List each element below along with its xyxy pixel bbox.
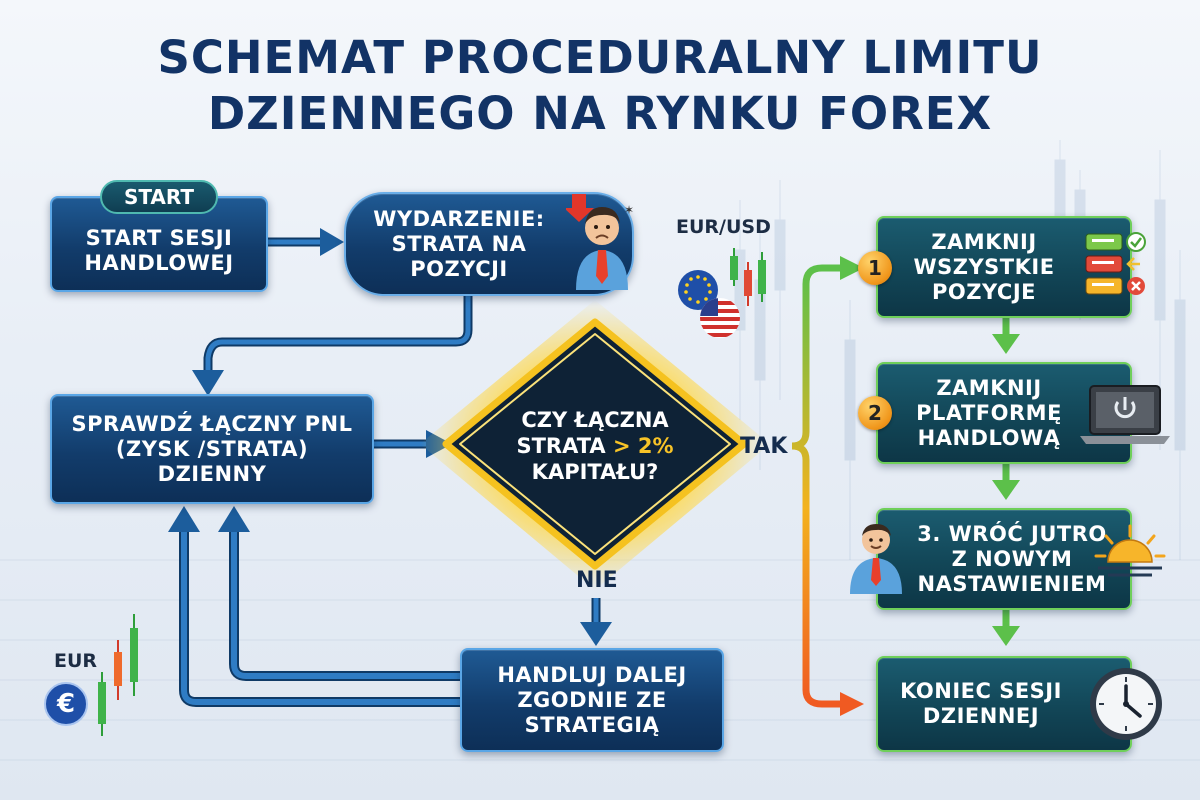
decision-line-2: STRATA > 2% bbox=[470, 433, 720, 459]
title-line-2: DZIENNEGO NA RYNKU FOREX bbox=[207, 87, 993, 140]
check-pnl-text: SPRAWDŹ ŁĄCZNY PNL (ZYSK /STRATA) DZIENN… bbox=[71, 411, 353, 486]
arrow-event-to-check bbox=[192, 296, 473, 396]
decision-diamond bbox=[420, 300, 770, 590]
euro-coin-icon: € bbox=[44, 682, 88, 726]
sunrise-icon bbox=[1094, 524, 1166, 577]
step-2-number: 2 bbox=[868, 401, 882, 425]
continue-trading-box: HANDLUJ DALEJ ZGODNIE ZE STRATEGIĄ bbox=[460, 648, 724, 752]
decision-line-1: CZY ŁĄCZNA bbox=[521, 408, 669, 432]
arrow-no-to-continue bbox=[580, 598, 612, 646]
close-positions-text: ZAMKNIJ WSZYSTKIE POZYCJE bbox=[913, 229, 1055, 304]
branch-yes-label: TAK bbox=[740, 434, 788, 459]
check-pnl-box: SPRAWDŹ ŁĄCZNY PNL (ZYSK /STRATA) DZIENN… bbox=[50, 394, 374, 504]
clock-icon bbox=[1090, 668, 1162, 740]
arrow-step2-to-step3 bbox=[992, 464, 1020, 500]
arrow-yes-branch bbox=[791, 256, 864, 716]
branch-no-label: NIE bbox=[576, 568, 618, 593]
svg-text:✶: ✶ bbox=[624, 203, 634, 217]
calm-trader-icon bbox=[850, 524, 902, 594]
decision-threshold: > 2% bbox=[612, 434, 674, 458]
arrow-loop-back-to-check bbox=[168, 506, 460, 707]
continue-trading-text: HANDLUJ DALEJ ZGODNIE ZE STRATEGIĄ bbox=[497, 662, 687, 737]
arrow-step3-to-end bbox=[992, 610, 1020, 646]
start-tag-text: START bbox=[123, 185, 195, 209]
euro-symbol: € bbox=[56, 689, 76, 719]
end-session-text: KONIEC SESJI DZIENNEJ bbox=[900, 679, 1062, 728]
arrow-start-to-event bbox=[268, 228, 344, 256]
worried-trader-icon: ✶ bbox=[566, 194, 634, 290]
decision-question: CZY ŁĄCZNA STRATA > 2% KAPITAŁU? bbox=[470, 407, 720, 485]
start-session-text: START SESJI HANDLOWEJ bbox=[84, 226, 234, 275]
decision-line-3: KAPITAŁU? bbox=[531, 460, 659, 484]
title-line-1: SCHEMAT PROCEDURALNY LIMITU bbox=[157, 31, 1043, 84]
laptop-power-icon bbox=[1080, 385, 1170, 444]
return-tomorrow-box: 3. WRÓĆ JUTRO Z NOWYM NASTAWIENIEM bbox=[876, 508, 1132, 610]
step-1-badge: 1 bbox=[858, 251, 892, 285]
event-loss-text: WYDARZENIE: STRATA NA POZYCJI bbox=[373, 206, 545, 281]
step-2-badge: 2 bbox=[858, 396, 892, 430]
eur-label: EUR bbox=[54, 650, 98, 672]
step-1-number: 1 bbox=[868, 256, 882, 280]
end-session-box: KONIEC SESJI DZIENNEJ bbox=[876, 656, 1132, 752]
page-title: SCHEMAT PROCEDURALNY LIMITU DZIENNEGO NA… bbox=[0, 30, 1200, 142]
return-tomorrow-text: 3. WRÓĆ JUTRO Z NOWYM NASTAWIENIEM bbox=[917, 521, 1107, 596]
eur-usd-flags-icon bbox=[678, 248, 766, 338]
eur-usd-label: EUR/USD bbox=[676, 216, 771, 238]
start-tag: START bbox=[100, 180, 218, 214]
close-platform-text: ZAMKNIJ PLATFORMĘ HANDLOWĄ bbox=[916, 375, 1062, 450]
decision-line-2-prefix: STRATA bbox=[516, 434, 613, 458]
eur-candles-icon bbox=[98, 614, 138, 736]
position-list-icon bbox=[1085, 232, 1146, 295]
arrow-step1-to-step2 bbox=[992, 318, 1020, 354]
